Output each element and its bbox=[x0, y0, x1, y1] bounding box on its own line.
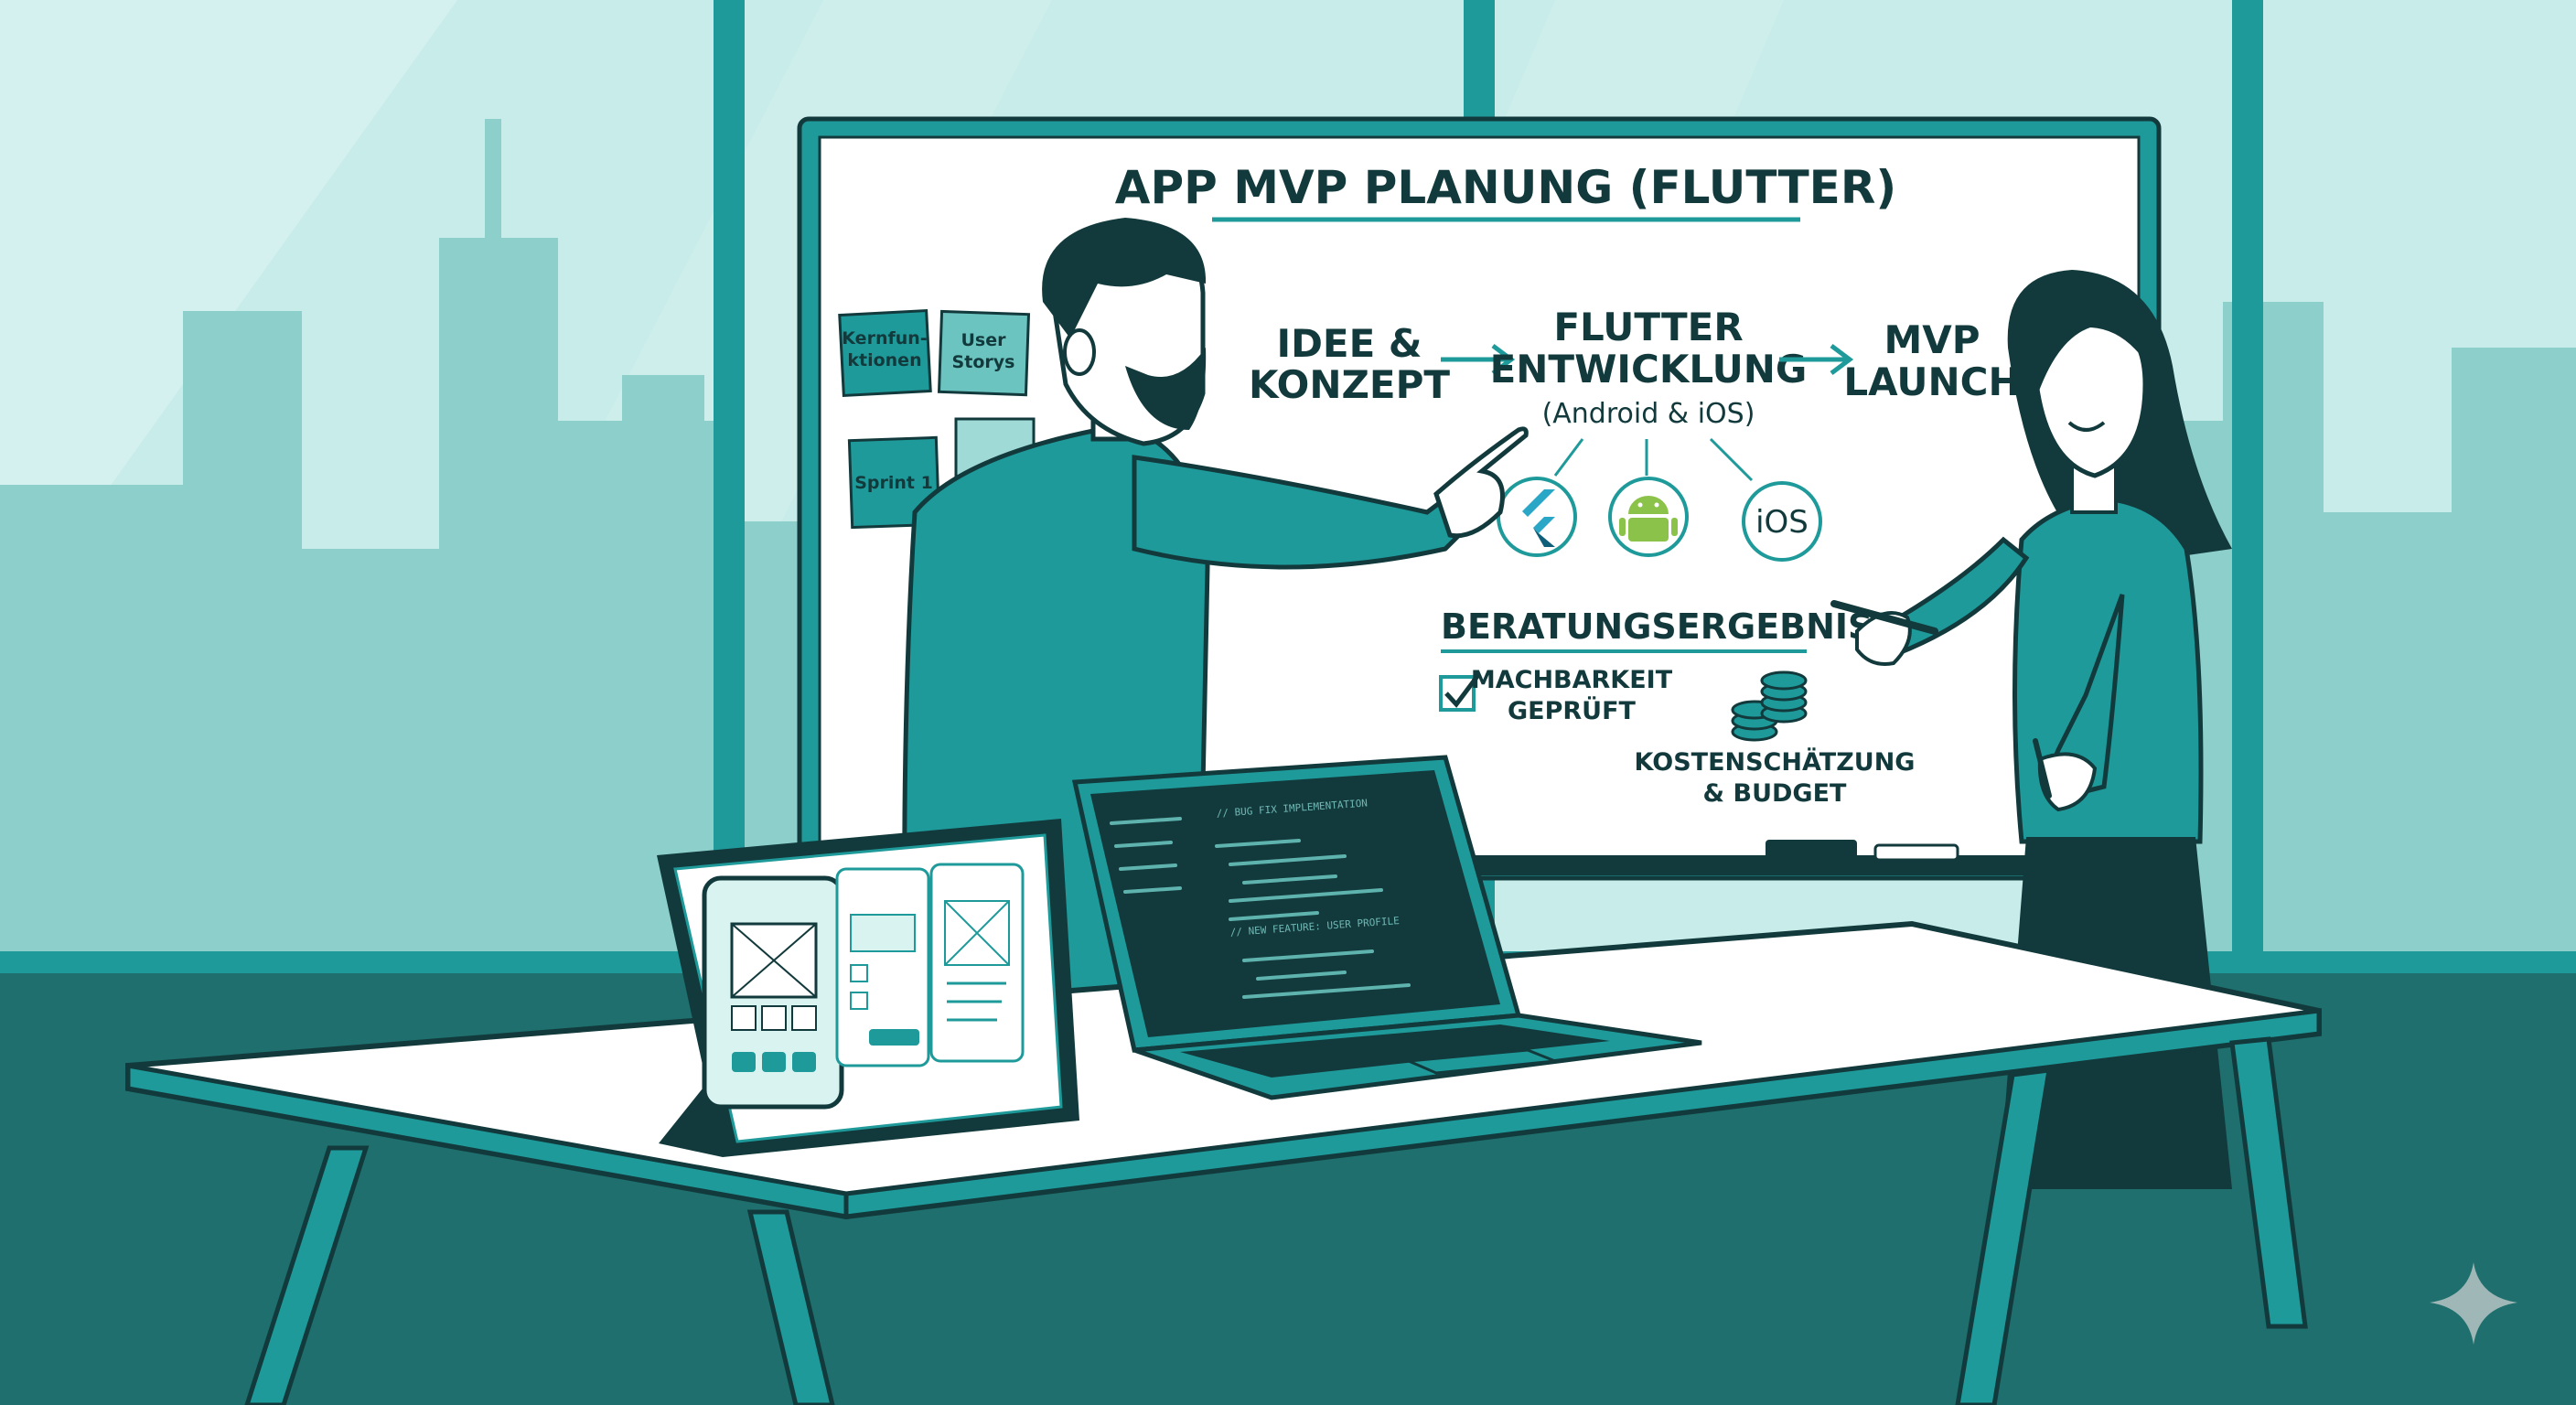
result-costs-line2: & BUDGET bbox=[1703, 779, 1847, 808]
platform-connectors bbox=[1553, 437, 1754, 482]
results-title: BERATUNGSERGEBNISSE bbox=[1441, 606, 1920, 647]
sparkle-icon bbox=[2430, 1262, 2517, 1345]
sticky-note-text: Storys bbox=[952, 352, 1015, 372]
sticky-note-user-storys: User Storys bbox=[937, 309, 1031, 397]
woman-presenter bbox=[1830, 270, 2232, 1189]
step-idee-line2: KONZEPT bbox=[1249, 362, 1450, 407]
step-flutter-sub: (Android & iOS) bbox=[1542, 398, 1755, 430]
sticky-note-text: Sprint 1 bbox=[854, 473, 933, 493]
laptop: // BUG FIX IMPLEMENTATION // NEW FEATURE… bbox=[1071, 755, 1702, 1100]
whiteboard-title: APP MVP PLANUNG (FLUTTER) bbox=[1115, 161, 1896, 214]
coins-icon bbox=[1731, 670, 1808, 742]
step-flutter-line2: ENTWICKLUNG bbox=[1490, 347, 1808, 391]
android-icon bbox=[1608, 477, 1689, 557]
ios-label: iOS bbox=[1755, 504, 1809, 541]
step-idee-line1: IDEE & bbox=[1276, 321, 1422, 366]
sticky-note-text: User bbox=[961, 330, 1007, 350]
checkbox-icon bbox=[1439, 673, 1480, 712]
step-flutter-line1: FLUTTER bbox=[1553, 305, 1743, 349]
flutter-icon bbox=[1497, 477, 1577, 557]
arrow-icon bbox=[1441, 344, 1516, 375]
arrow-icon bbox=[1779, 344, 1854, 375]
sticky-note-text: Kernfun- bbox=[842, 328, 927, 349]
sticky-note-kernfunktionen: Kernfun- ktionen bbox=[838, 308, 932, 397]
step-mvp-line2: LAUNCH bbox=[1843, 359, 2020, 404]
result-costs-line1: KOSTENSCHÄTZUNG bbox=[1635, 747, 1916, 777]
ios-icon: iOS bbox=[1742, 481, 1822, 562]
step-mvp-line1: MVP bbox=[1884, 317, 1980, 362]
result-feasibility-line2: GEPRÜFT bbox=[1508, 695, 1637, 725]
sticky-note-sprint-1: Sprint 1 bbox=[847, 435, 941, 530]
sticky-note-text: ktionen bbox=[847, 350, 921, 370]
tablet bbox=[657, 819, 1079, 1157]
code-editor bbox=[1110, 817, 1411, 999]
result-feasibility-line1: MACHBARKEIT bbox=[1471, 666, 1673, 694]
